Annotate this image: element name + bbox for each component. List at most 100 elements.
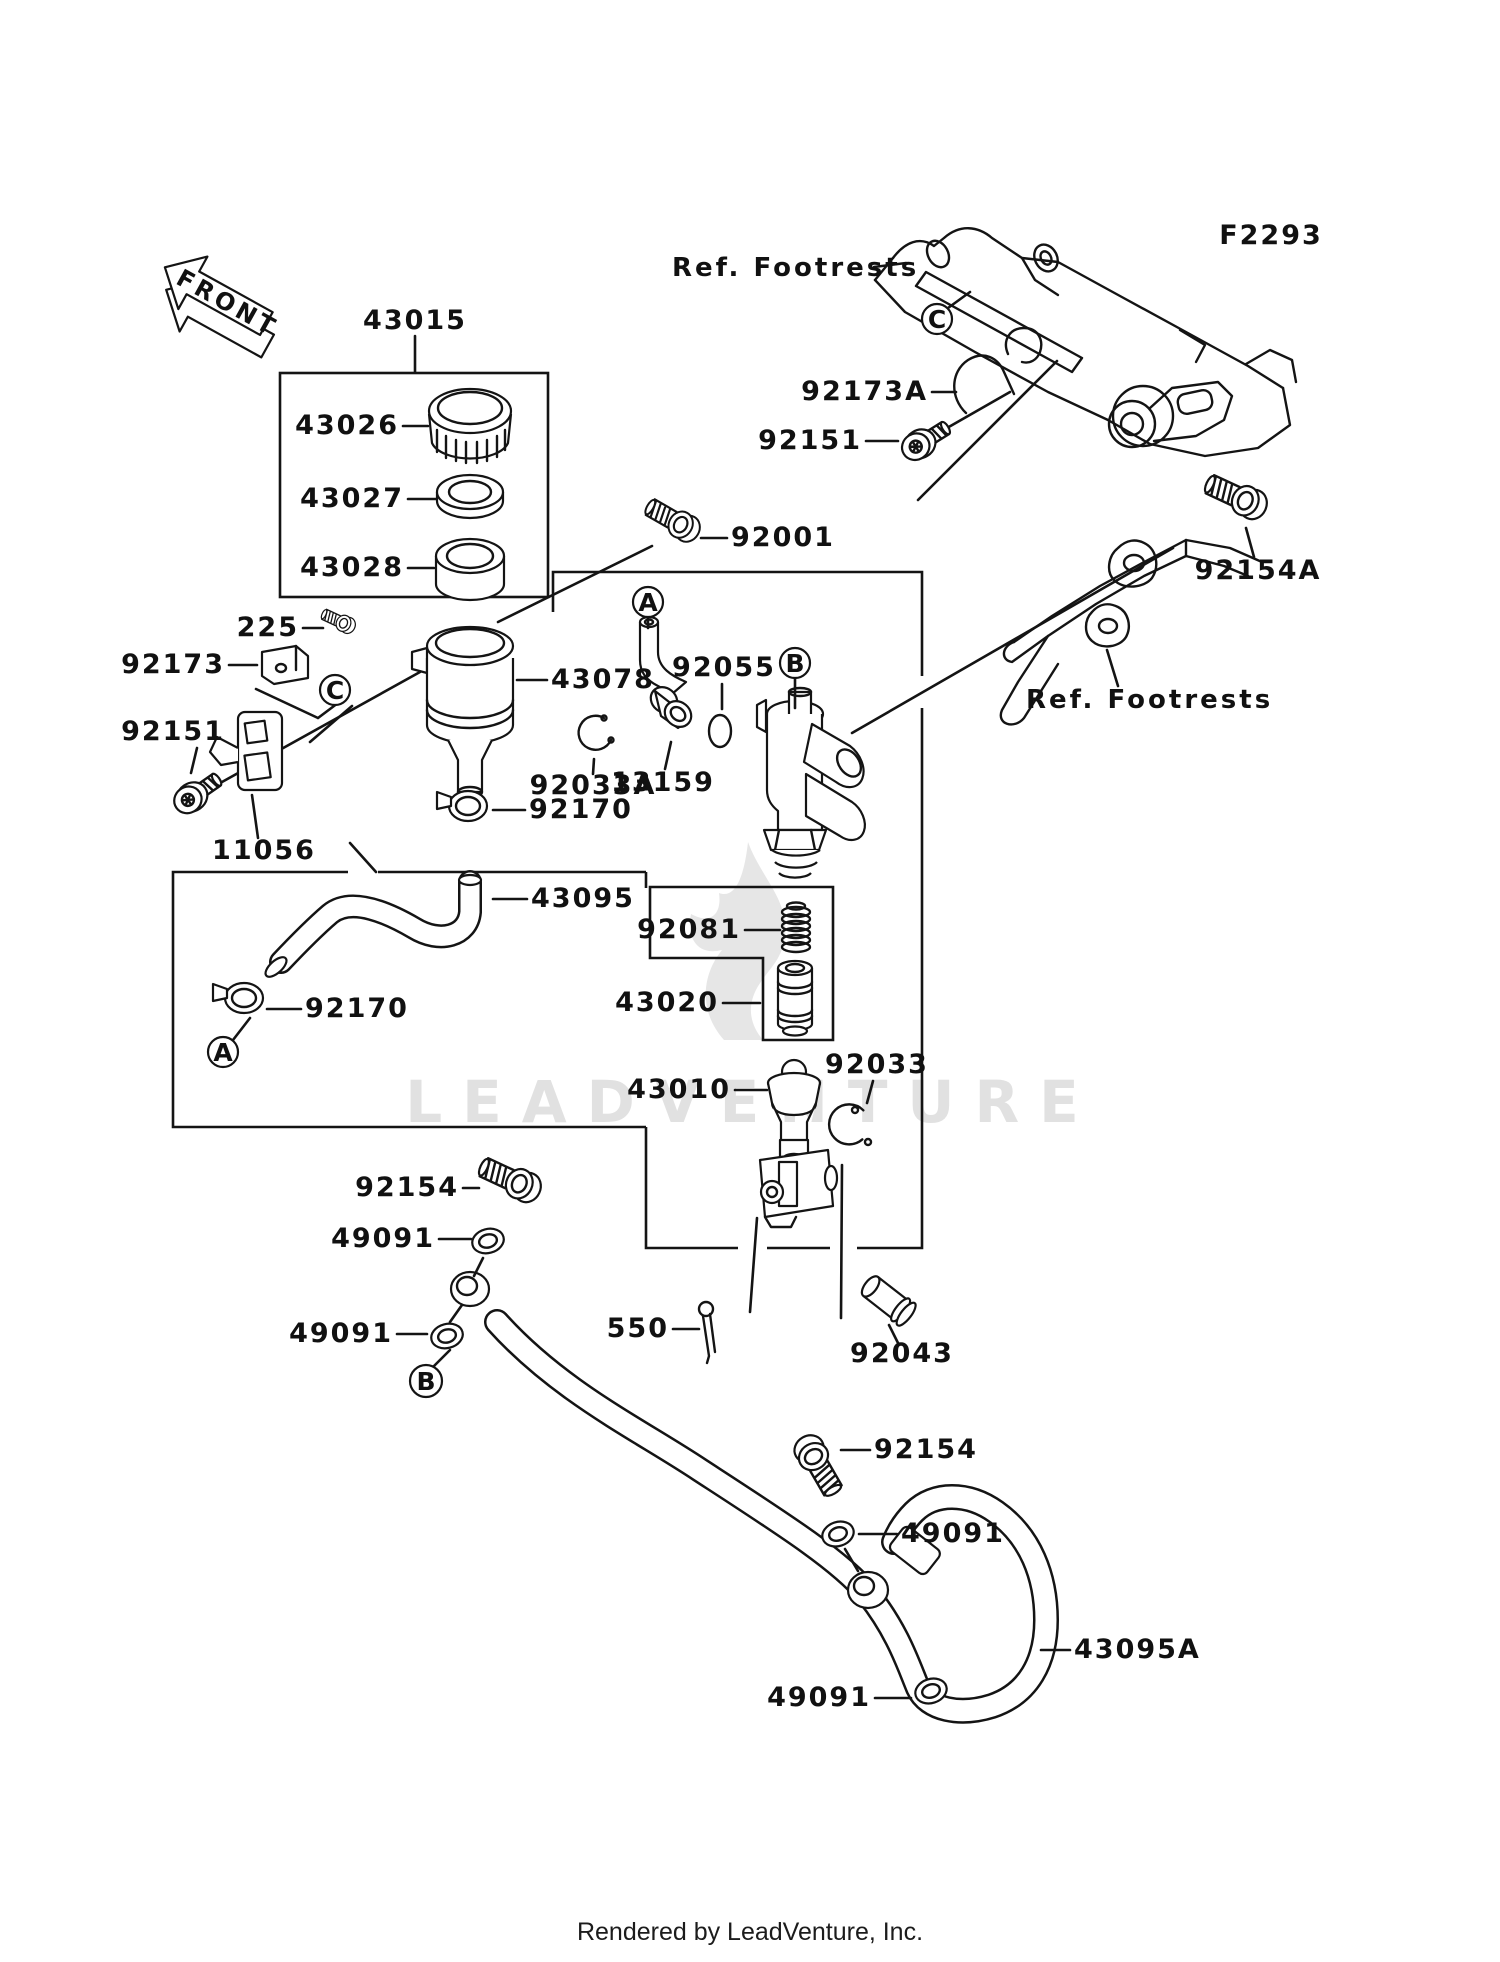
- assembly-line-top: [916, 359, 1059, 502]
- piston-43020-part: [776, 959, 814, 1037]
- bolt-92154-bottom-part: [788, 1428, 849, 1503]
- reservoir-43078-part: [410, 625, 515, 799]
- label-43028: 43028: [300, 552, 404, 583]
- bolt-92154A-part: [1199, 467, 1273, 525]
- circlip-92033A-part: [577, 714, 615, 751]
- label-92154-bottom: 92154: [874, 1434, 978, 1465]
- label-92173: 92173: [121, 649, 225, 680]
- label-ref-footrests-top: Ref. Footrests: [672, 253, 919, 283]
- label-92055: 92055: [672, 652, 776, 683]
- label-92154A: 92154A: [1195, 555, 1322, 586]
- label-figure-code: F2293: [1219, 220, 1323, 251]
- assembly-line-right: [850, 546, 1175, 735]
- callout-a-upper: [631, 585, 665, 619]
- assembly-line-screw-top: [945, 390, 1012, 430]
- clamp-92170-upper-part: [435, 789, 489, 823]
- bolt-92154-left-part: [473, 1150, 547, 1208]
- banjo-eye-lower: [846, 1570, 890, 1610]
- label-92033A: 92033A: [530, 770, 657, 801]
- label-49091-2: 49091: [289, 1318, 393, 1349]
- label-49091-3: 49091: [901, 1518, 1005, 1549]
- label-11056: 11056: [212, 835, 316, 866]
- label-92043: 92043: [850, 1338, 954, 1369]
- label-92081: 92081: [637, 914, 741, 945]
- label-43078: 43078: [551, 664, 655, 695]
- box-piston-kit: [648, 885, 835, 1042]
- callout-b-upper-label: B: [785, 649, 804, 678]
- label-92151-top: 92151: [758, 425, 862, 456]
- box-master-cylinder-group: [551, 570, 924, 1250]
- label-43015: 43015: [363, 305, 467, 336]
- master-cylinder-part: [755, 686, 866, 879]
- callout-a-lower-label: A: [213, 1038, 233, 1067]
- label-43095A: 43095A: [1074, 1634, 1201, 1665]
- label-550: 550: [607, 1313, 669, 1344]
- label-43010: 43010: [627, 1074, 731, 1105]
- label-92173A: 92173A: [801, 376, 928, 407]
- label-13159: 13159: [611, 767, 715, 798]
- callout-c-upper-label: C: [928, 305, 946, 334]
- footrests-top-drawing: [873, 227, 1298, 458]
- callout-c-left: [318, 673, 352, 707]
- screw-225-part: [318, 605, 359, 637]
- clevis-part: [758, 1148, 839, 1229]
- washer-49091-2-part: [427, 1319, 467, 1353]
- front-arrow: FRONT: [163, 255, 283, 359]
- pin-92043-part: [860, 1275, 917, 1327]
- leader-lines: [189, 261, 1256, 1700]
- label-ref-footrests-right: Ref. Footrests: [1026, 685, 1273, 715]
- screw-92151-left-part: [167, 765, 229, 821]
- washer-leads: [448, 1256, 860, 1573]
- label-92154-left: 92154: [355, 1172, 459, 1203]
- label-43020: 43020: [615, 987, 719, 1018]
- part-labels: F2293 Ref. Footrests Ref. Footrests 4301…: [121, 220, 1323, 1713]
- label-49091-1: 49091: [331, 1223, 435, 1254]
- label-92170-lower: 92170: [305, 993, 409, 1024]
- callout-a-upper-label: A: [638, 588, 658, 617]
- callout-c-left-label: C: [326, 676, 344, 705]
- assembly-line-92001: [496, 544, 654, 624]
- label-92001: 92001: [731, 522, 835, 553]
- box-reservoir-assy: [278, 371, 550, 599]
- callout-a-lower: [206, 1035, 240, 1069]
- screw-92001-part: [639, 492, 706, 548]
- bracket-11056-part: [208, 710, 284, 792]
- bracket-92173-part: [260, 644, 310, 686]
- screw-92151-top-part: [895, 413, 957, 468]
- assembly-lines-clevis: [748, 1163, 844, 1320]
- sleeve-13159-part: [649, 686, 693, 730]
- label-92033: 92033: [825, 1049, 929, 1080]
- label-43095: 43095: [531, 883, 635, 914]
- label-43026: 43026: [295, 410, 399, 441]
- group-boxes: [171, 371, 924, 1250]
- circlip-92033-part: [827, 1103, 873, 1147]
- pushrod-43010-part: [766, 1058, 822, 1164]
- box-hose-group: [171, 870, 648, 1129]
- plate-43027-part: [435, 473, 505, 520]
- assembly-line-11056: [348, 841, 378, 874]
- label-49091-4: 49091: [767, 1682, 871, 1713]
- callout-b-lower: [408, 1363, 444, 1399]
- label-225: 225: [237, 612, 299, 643]
- cotter-pin-550-part: [697, 1300, 717, 1365]
- clamp-92170-lower-part: [211, 981, 265, 1015]
- watermark-flame-icon: [689, 842, 786, 1040]
- watermark-text: LEADVENTURE: [405, 1068, 1099, 1136]
- callout-circles: A B C C A B: [206, 302, 954, 1399]
- leadventure-watermark: LEADVENTURE: [405, 842, 1099, 1136]
- clip-92173A-part: [953, 326, 1043, 415]
- spring-92081-part: [780, 901, 812, 954]
- callout-b-upper: [778, 646, 812, 680]
- cup-43028-part: [434, 537, 506, 602]
- label-92151-left: 92151: [121, 716, 225, 747]
- washer-49091-1-part: [468, 1224, 508, 1258]
- oring-92055-part: [707, 713, 733, 749]
- callout-c-upper: [920, 302, 954, 336]
- hose-43095-part: [264, 870, 483, 978]
- footer-credit: Rendered by LeadVenture, Inc.: [576, 1918, 924, 1946]
- hose-43095A-part: [449, 1270, 1060, 1724]
- label-43027: 43027: [300, 483, 404, 514]
- cap-43026-part: [427, 387, 513, 465]
